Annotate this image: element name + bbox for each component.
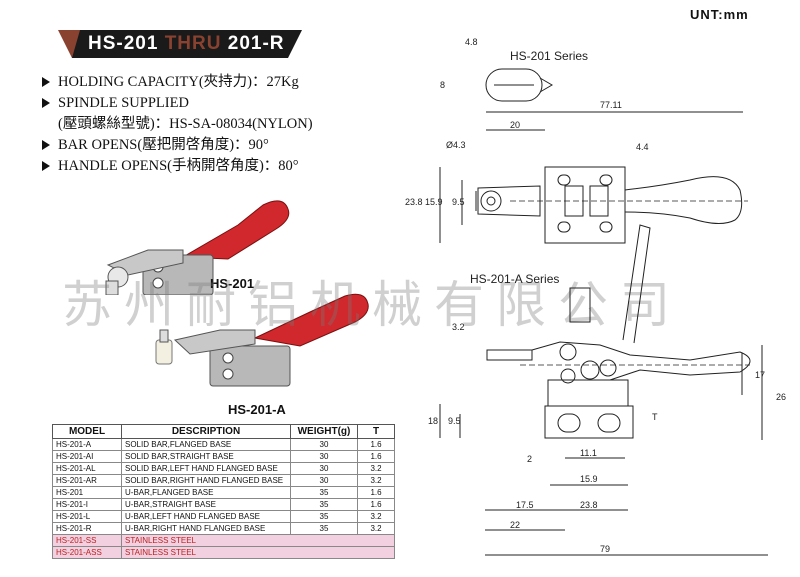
label-hs201-series: HS-201 Series	[510, 49, 588, 63]
dim-9-5: 9.5	[452, 197, 465, 207]
dim-2: 2	[527, 454, 532, 464]
company-watermark: 苏州耐铝机械有限公司	[62, 276, 682, 334]
dim-26: 26	[776, 392, 786, 402]
cell-weight: 30	[290, 450, 358, 463]
cell-weight: 30	[290, 438, 358, 451]
dim-79: 79	[600, 544, 610, 554]
banner-title: HS-201 THRU 201-R	[88, 33, 285, 55]
cell-weight: 35	[290, 498, 358, 511]
cell-weight: 35	[290, 486, 358, 499]
cell-model: HS-201-SS	[52, 534, 122, 547]
cell-model: HS-201-AL	[52, 462, 122, 475]
cell-description: SOLID BAR,FLANGED BASE	[121, 438, 291, 451]
spec-holding-capacity: HOLDING CAPACITY(夾持力)：27Kg	[42, 72, 313, 93]
spindle-slot-view	[485, 68, 543, 102]
cell-description: U-BAR,LEFT HAND FLANGED BASE	[121, 510, 291, 523]
cell-model: HS-201-A	[52, 438, 122, 451]
product-photo-hs201	[105, 200, 290, 295]
arrow-icon	[42, 140, 50, 150]
spec-spindle: SPINDLE SUPPLIED	[42, 93, 313, 114]
dim-17-5: 17.5	[516, 500, 534, 510]
col-thickness: T	[357, 424, 395, 439]
arrow-icon	[42, 98, 50, 108]
cell-description: U-BAR,RIGHT HAND FLANGED BASE	[121, 522, 291, 535]
spec-text: HOLDING CAPACITY(夾持力)：27Kg	[58, 74, 299, 90]
base-plate-top-view	[544, 166, 626, 244]
product-photo-hs201a	[155, 293, 369, 387]
cell-model: HS-201-I	[52, 498, 122, 511]
dim-77-11: 77.11	[600, 100, 622, 110]
dim-4-4: 4.4	[636, 142, 649, 152]
spec-text: HANDLE OPENS(手柄開啓角度)：80°	[58, 158, 299, 174]
dim-t: T	[652, 412, 658, 422]
dim-18: 18	[428, 416, 438, 426]
banner-thru: THRU	[164, 33, 222, 54]
cell-model: HS-201-AI	[52, 450, 122, 463]
cell-model: HS-201-L	[52, 510, 122, 523]
title-banner: HS-201 THRU 201-R	[58, 30, 310, 58]
cell-description: SOLID BAR,LEFT HAND FLANGED BASE	[121, 462, 291, 475]
spec-handle-opens: HANDLE OPENS(手柄開啓角度)：80°	[42, 156, 313, 177]
cell-model: HS-201-AR	[52, 474, 122, 487]
dim-17: 17	[755, 370, 765, 380]
dim-22: 22	[510, 520, 520, 530]
cell-model: HS-201-ASS	[52, 546, 122, 559]
dim-phi-4-3: Ø4.3	[446, 140, 466, 150]
banner-shape	[58, 30, 302, 58]
dim-15-9: 15.9	[425, 197, 443, 207]
dim-4-8: 4.8	[465, 37, 478, 47]
cell-model: HS-201-R	[52, 522, 122, 535]
arrow-icon	[42, 77, 50, 87]
spec-list: HOLDING CAPACITY(夾持力)：27Kg SPINDLE SUPPL…	[42, 72, 313, 177]
spec-bar-opens: BAR OPENS(壓把開啓角度)：90°	[42, 135, 313, 156]
spec-text: BAR OPENS(壓把開啓角度)：90°	[58, 137, 269, 153]
banner-model-end: 201-R	[221, 33, 285, 54]
cell-thickness: 3.2	[357, 474, 395, 487]
spec-text: SPINDLE SUPPLIED	[58, 95, 189, 111]
dim-23-8: 23.8	[405, 197, 423, 207]
dim-23-8-b: 23.8	[580, 500, 598, 510]
cell-description: STAINLESS STEEL	[121, 546, 395, 559]
photo-label-hs201a: HS-201-A	[228, 402, 286, 417]
cell-description: SOLID BAR,RIGHT HAND FLANGED BASE	[121, 474, 291, 487]
cell-weight: 30	[290, 462, 358, 475]
cell-weight: 35	[290, 510, 358, 523]
col-description: DESCRIPTION	[121, 424, 291, 439]
cell-description: STAINLESS STEEL	[121, 534, 395, 547]
spec-spindle-model: (壓頭螺絲型號)：HS-SA-08034(NYLON)	[42, 114, 313, 135]
table-header-row: MODEL DESCRIPTION WEIGHT(g) T	[52, 424, 395, 439]
dim-20: 20	[510, 120, 520, 130]
col-weight: WEIGHT(g)	[290, 424, 358, 439]
spec-text: (壓頭螺絲型號)：HS-SA-08034(NYLON)	[58, 116, 313, 132]
dim-3-2: 3.2	[452, 322, 465, 332]
cell-weight: 30	[290, 474, 358, 487]
cell-weight: 35	[290, 522, 358, 535]
label-hs201a-series: HS-201-A Series	[470, 272, 559, 286]
cell-description: U-BAR,STRAIGHT BASE	[121, 498, 291, 511]
col-model: MODEL	[52, 424, 122, 439]
dim-11-1: 11.1	[580, 448, 597, 458]
technical-drawing: HS-201 Series HS-201-A Series 4.8 8 77.1…	[405, 37, 786, 556]
cell-description: SOLID BAR,STRAIGHT BASE	[121, 450, 291, 463]
cell-model: HS-201	[52, 486, 122, 499]
dim-9-5-b: 9.5	[448, 416, 461, 426]
cell-description: U-BAR,FLANGED BASE	[121, 486, 291, 499]
photo-label-hs201: HS-201	[210, 276, 255, 291]
banner-model-start: HS-201	[88, 33, 165, 54]
dim-8: 8	[440, 80, 445, 90]
dim-15-9-b: 15.9	[580, 474, 598, 484]
unit-label: UNT:mm	[690, 7, 749, 22]
arrow-icon	[42, 161, 50, 171]
